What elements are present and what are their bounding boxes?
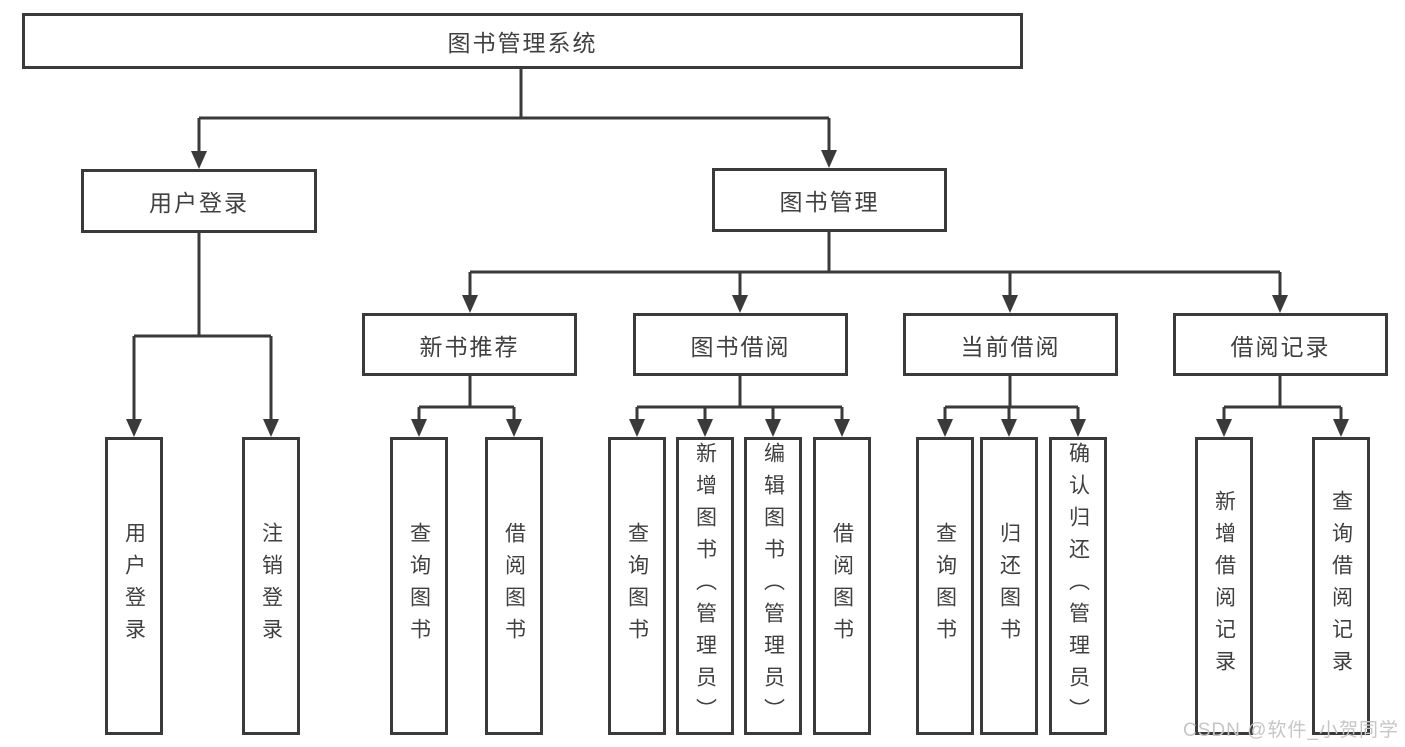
leaf-current-confirm-return-admin: 确认归还（管理员） (1049, 437, 1107, 735)
arrowhead (765, 419, 781, 437)
wire-root-branch (197, 69, 831, 160)
arrowheads (126, 150, 1349, 437)
csdn-watermark: CSDN @软件_小贺同学 (1183, 720, 1399, 741)
wire-current-borrow-branch (943, 376, 1080, 428)
node-borrow-records: 借阅记录 (1173, 313, 1388, 376)
arrowhead (1001, 419, 1017, 437)
arrowhead (1333, 419, 1349, 437)
arrowhead (462, 295, 478, 313)
leaf-user-login: 用户登录 (105, 437, 163, 735)
wire-user-login-branch (132, 233, 273, 428)
arrowhead (732, 295, 748, 313)
wire-book-mgmt-branch (468, 232, 1282, 304)
leaf-newrec-borrow-books: 借阅图书 (485, 437, 543, 735)
arrowhead (697, 419, 713, 437)
leaf-logout: 注销登录 (242, 437, 300, 735)
arrowhead (834, 419, 850, 437)
arrowhead (821, 150, 837, 168)
arrowhead (126, 419, 142, 437)
arrowhead (1070, 419, 1086, 437)
node-user-login: 用户登录 (81, 169, 317, 233)
leaf-borrow-add-books-admin: 新增图书（管理员） (676, 437, 734, 735)
node-current-borrow: 当前借阅 (903, 313, 1118, 376)
leaf-borrow-query-books: 查询图书 (608, 437, 666, 735)
arrowhead (411, 419, 427, 437)
leaf-newrec-query-books: 查询图书 (390, 437, 448, 735)
leaf-records-query-record: 查询借阅记录 (1312, 437, 1370, 735)
arrowhead (506, 419, 522, 437)
arrowhead (1272, 295, 1288, 313)
leaf-borrow-borrow-books: 借阅图书 (813, 437, 871, 735)
leaf-borrow-edit-books-admin: 编辑图书（管理员） (744, 437, 802, 735)
node-new-book-rec: 新书推荐 (362, 313, 577, 376)
wire-borrow-records-branch (1222, 376, 1343, 428)
node-book-mgmt: 图书管理 (712, 168, 947, 232)
node-root: 图书管理系统 (22, 13, 1023, 69)
wire-new-book-branch (417, 376, 516, 428)
leaf-current-query-books: 查询图书 (916, 437, 974, 735)
arrowhead (1216, 419, 1232, 437)
wire-book-borrow-branch (635, 376, 844, 428)
arrowhead (937, 419, 953, 437)
node-book-borrow: 图书借阅 (633, 313, 848, 376)
leaf-records-add-record: 新增借阅记录 (1195, 437, 1253, 735)
leaf-current-return-books: 归还图书 (980, 437, 1038, 735)
arrowhead (263, 419, 279, 437)
arrowhead (191, 151, 207, 169)
arrowhead (629, 419, 645, 437)
arrowhead (1002, 295, 1018, 313)
